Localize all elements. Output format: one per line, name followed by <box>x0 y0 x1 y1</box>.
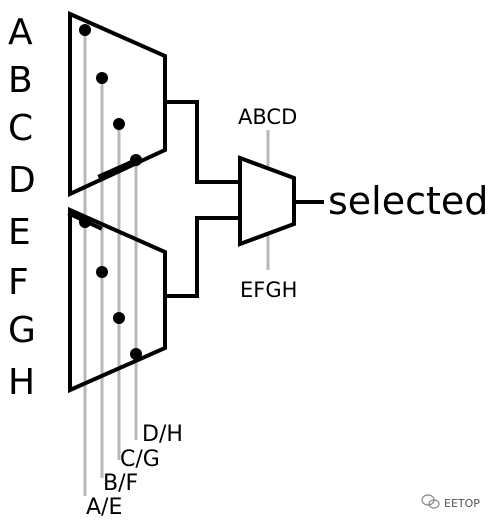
select-dot-e <box>79 216 91 228</box>
select-label-a-e: A/E <box>86 495 122 520</box>
input-label-f: F <box>8 262 29 303</box>
select-dot-b <box>96 72 108 84</box>
input-label-c: C <box>8 108 33 149</box>
input-label-g: G <box>8 310 36 351</box>
select-label-efgh: EFGH <box>240 278 297 302</box>
watermark: EETOP <box>421 494 480 510</box>
select-dot-c <box>113 118 125 130</box>
input-label-b: B <box>8 60 33 101</box>
select-dot-a <box>79 24 91 36</box>
output-label: selected <box>328 179 488 223</box>
first-stage-select-lines <box>83 30 138 496</box>
select-dot-h <box>130 348 142 360</box>
input-label-d: D <box>8 160 36 201</box>
select-dot-f <box>96 266 108 278</box>
input-labels: A B C D E F G H <box>8 12 36 403</box>
select-label-abcd: ABCD <box>238 105 297 129</box>
top-mux-select-tap-d <box>97 157 139 179</box>
input-label-a: A <box>8 12 33 53</box>
select-label-d-h: D/H <box>142 422 183 447</box>
bottom-mux-select-dots <box>79 216 142 360</box>
top-mux-select-dots <box>79 24 142 166</box>
select-dot-d <box>130 154 142 166</box>
select-label-c-g: C/G <box>120 447 160 472</box>
wechat-icon <box>421 494 440 509</box>
watermark-text: EETOP <box>444 497 480 510</box>
bottom-mux-output-wire <box>163 216 242 298</box>
top-mux-body <box>68 10 167 198</box>
bottom-mux-body <box>68 206 167 394</box>
top-mux-output-wire <box>163 100 242 184</box>
select-dot-g <box>113 312 125 324</box>
input-label-e: E <box>8 212 31 253</box>
output-mux-body <box>238 155 296 247</box>
select-label-b-f: B/F <box>103 471 138 496</box>
input-label-h: H <box>8 362 35 403</box>
